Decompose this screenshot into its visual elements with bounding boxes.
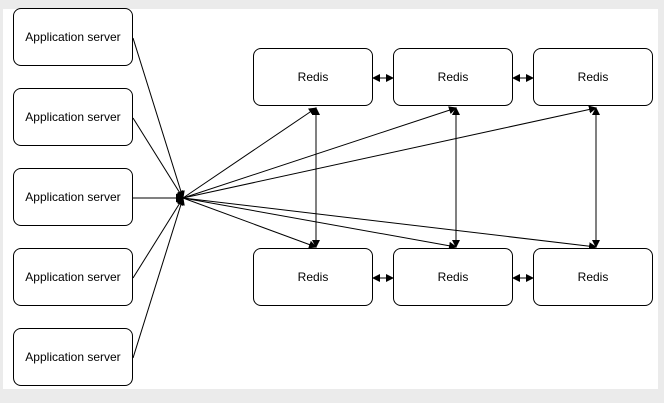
app-server-node-4[interactable]: Application server bbox=[13, 248, 133, 306]
redis-node-bottom-3[interactable]: Redis bbox=[533, 248, 653, 306]
redis-label: Redis bbox=[297, 270, 329, 284]
app-server-node-2[interactable]: Application server bbox=[13, 88, 133, 146]
app-server-label: Application server bbox=[25, 190, 121, 204]
app-server-node-3[interactable]: Application server bbox=[13, 168, 133, 226]
redis-label: Redis bbox=[297, 70, 329, 84]
redis-node-top-2[interactable]: Redis bbox=[393, 48, 513, 106]
redis-node-top-1[interactable]: Redis bbox=[253, 48, 373, 106]
app-server-label: Application server bbox=[25, 30, 121, 44]
redis-label: Redis bbox=[437, 270, 469, 284]
redis-label: Redis bbox=[577, 70, 609, 84]
redis-label: Redis bbox=[437, 70, 469, 84]
redis-node-bottom-2[interactable]: Redis bbox=[393, 248, 513, 306]
app-server-label: Application server bbox=[25, 350, 121, 364]
app-server-node-5[interactable]: Application server bbox=[13, 328, 133, 386]
app-server-node-1[interactable]: Application server bbox=[13, 8, 133, 66]
app-server-label: Application server bbox=[25, 270, 121, 284]
app-server-label: Application server bbox=[25, 110, 121, 124]
redis-label: Redis bbox=[577, 270, 609, 284]
redis-node-bottom-1[interactable]: Redis bbox=[253, 248, 373, 306]
redis-node-top-3[interactable]: Redis bbox=[533, 48, 653, 106]
